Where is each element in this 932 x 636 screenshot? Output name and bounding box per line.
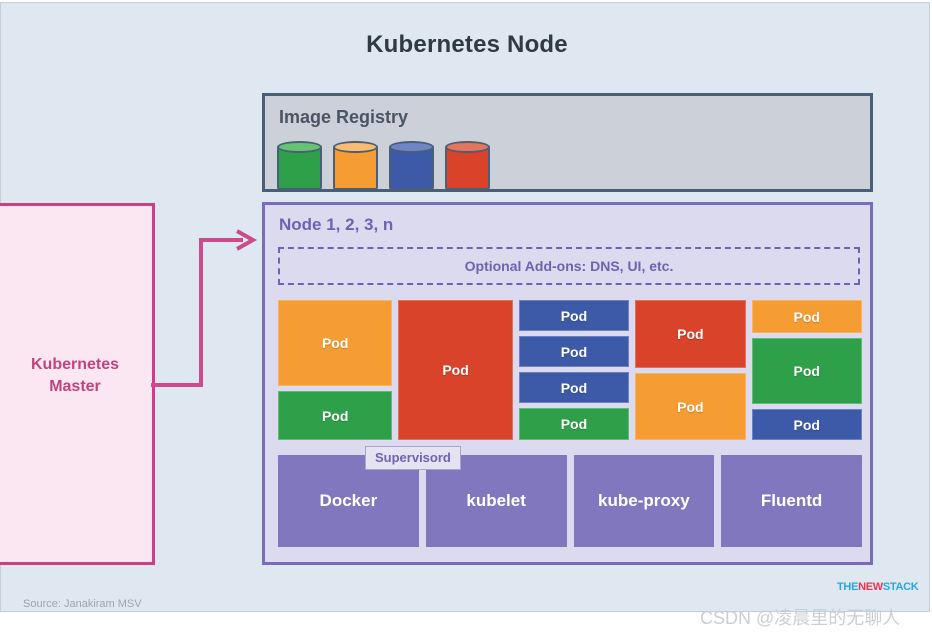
optional-addons-box: Optional Add-ons: DNS, UI, etc. <box>278 247 860 285</box>
pod-column-2: Pod <box>398 300 513 440</box>
kubernetes-master-box: Kubernetes Master <box>0 203 155 565</box>
master-label-line1: Kubernetes <box>30 356 120 373</box>
logo-stack: STACK <box>882 581 919 593</box>
logo-the: THE <box>837 581 859 593</box>
source-note: Source: Janakiram MSV <box>23 598 142 610</box>
node-box: Node 1, 2, 3, n Optional Add-ons: DNS, U… <box>262 202 873 565</box>
page-title: Kubernetes Node <box>366 31 568 58</box>
cylinder-body <box>389 146 434 190</box>
node-title: Node 1, 2, 3, n <box>279 215 394 234</box>
logo-new: NEW <box>858 581 883 593</box>
image-registry-cylinders <box>277 141 490 192</box>
supervisord-label: Supervisord <box>365 446 461 470</box>
image-cylinder-blue <box>389 141 434 192</box>
bottom-strip <box>0 612 932 636</box>
the-new-stack-logo: THENEWSTACK <box>837 581 919 593</box>
diagram-slide: Kubernetes Node Kubernetes Master Image … <box>0 2 930 612</box>
image-registry-title: Image Registry <box>279 107 409 127</box>
service-fluentd: Fluentd <box>721 455 862 547</box>
pod-box: Pod <box>751 338 862 404</box>
image-registry-box: Image Registry <box>262 93 873 192</box>
pod-box: Pod <box>751 409 862 440</box>
image-cylinder-green <box>277 141 322 192</box>
cylinder-top <box>389 141 434 153</box>
master-to-node-arrow <box>151 229 258 387</box>
image-cylinder-red <box>445 141 490 192</box>
service-kube-proxy: kube-proxy <box>573 455 715 547</box>
cylinder-top <box>445 141 490 153</box>
pod-box: Pod <box>751 300 862 333</box>
image-cylinder-orange <box>333 141 378 192</box>
pod-box: Pod <box>518 336 630 367</box>
pod-box: Pod <box>398 300 513 440</box>
pod-box: Pod <box>518 300 630 331</box>
cylinder-top <box>277 141 322 153</box>
pod-box: Pod <box>635 373 746 440</box>
service-kubelet: kubelet <box>425 455 567 547</box>
pod-box: Pod <box>278 391 393 440</box>
cylinder-top <box>333 141 378 153</box>
cylinder-body <box>333 146 378 190</box>
pod-box: Pod <box>518 408 630 440</box>
csdn-watermark: CSDN @凌晨里的无聊人 <box>700 608 901 628</box>
pod-box: Pod <box>278 300 393 386</box>
pod-box: Pod <box>518 372 630 403</box>
kubernetes-master-label: Kubernetes Master <box>0 354 152 398</box>
master-label-line2: Master <box>49 378 101 395</box>
optional-addons-label: Optional Add-ons: DNS, UI, etc. <box>464 258 674 274</box>
pod-box: Pod <box>635 300 746 368</box>
service-docker: Docker <box>278 455 419 547</box>
